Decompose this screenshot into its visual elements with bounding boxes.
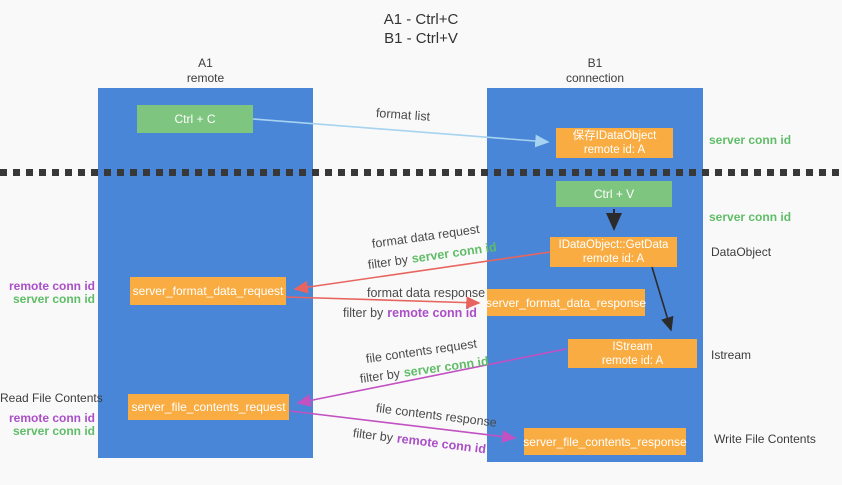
node-ctrl-c: Ctrl + C (137, 105, 253, 133)
annotation-remote-conn-id-bottom: remote conn id (8, 411, 95, 425)
node-ctrl-v-label: Ctrl + V (593, 187, 635, 201)
column-b1-subtitle: connection (565, 71, 625, 85)
node-server-file-contents-response-label: server_file_contents_response (523, 434, 687, 449)
annotation-write-file-contents: Write File Contents (714, 432, 816, 446)
node-server-format-data-response-label: server_format_data_response (485, 295, 647, 310)
node-server-file-contents-request: server_file_contents_request (128, 394, 289, 420)
column-a1-title: A1 (198, 56, 213, 70)
filter-prefix: filter by (359, 366, 401, 386)
filter-prefix: filter by (343, 306, 384, 320)
node-idataobject-getdata-line1: IDataObject::GetData (558, 239, 669, 251)
node-ctrl-v: Ctrl + V (556, 181, 672, 207)
node-server-format-data-response: server_format_data_response (485, 289, 647, 316)
annotation-istream: Istream (711, 348, 752, 362)
node-ctrl-c-label: Ctrl + C (174, 112, 216, 126)
column-header-b1: B1 connection (487, 56, 703, 86)
node-server-format-data-request: server_format_data_request (130, 277, 286, 305)
node-istream-line1: IStream (612, 340, 653, 353)
edge-label-file-contents-response: file contents response (375, 401, 498, 430)
node-server-file-contents-response: server_file_contents_response (523, 428, 687, 455)
annotation-server-conn-id-left-bottom: server conn id (12, 424, 95, 438)
title-line-2: B1 - Ctrl+V (384, 30, 458, 47)
annotation-server-conn-id-mid: server conn id (709, 210, 792, 224)
annotation-server-conn-id-left-top: server conn id (12, 292, 95, 306)
filter-prefix: filter by (352, 426, 394, 445)
node-server-format-data-request-label: server_format_data_request (132, 284, 284, 298)
node-save-idataobject: 保存IDataObject remote id: A (556, 128, 673, 158)
column-a1-subtitle: remote (186, 71, 225, 85)
annotation-dataobject: DataObject (711, 245, 772, 259)
node-server-file-contents-request-label: server_file_contents_request (131, 400, 286, 414)
annotation-read-file-contents: Read File Contents (0, 391, 103, 405)
node-idataobject-getdata: IDataObject::GetData remote id: A (550, 237, 677, 267)
annotation-server-conn-id-top: server conn id (709, 133, 792, 147)
dashed-divider (0, 169, 842, 176)
node-idataobject-getdata-line2: remote id: A (582, 253, 645, 265)
filter-key-server-conn-id: server conn id (410, 240, 498, 266)
filter-key-remote-conn-id: remote conn id (396, 431, 487, 457)
column-b1-title: B1 (587, 56, 603, 70)
filter-prefix: filter by (367, 252, 409, 272)
node-istream: IStream remote id: A (568, 339, 697, 368)
diagram-title: A1 - Ctrl+C B1 - Ctrl+V (0, 10, 842, 48)
title-line-1: A1 - Ctrl+C (383, 11, 459, 28)
column-header-a1: A1 remote (98, 56, 313, 86)
node-istream-line2: remote id: A (601, 354, 664, 367)
filter-key-remote-conn-id: remote conn id (387, 306, 477, 320)
node-save-idataobject-line1: 保存IDataObject (572, 130, 657, 142)
annotation-remote-conn-id-top: remote conn id (8, 279, 95, 293)
edge-label-format-data-response: format data response (367, 286, 486, 300)
node-save-idataobject-line2: remote id: A (583, 144, 646, 156)
edge-label-format-list: format list (375, 106, 431, 124)
